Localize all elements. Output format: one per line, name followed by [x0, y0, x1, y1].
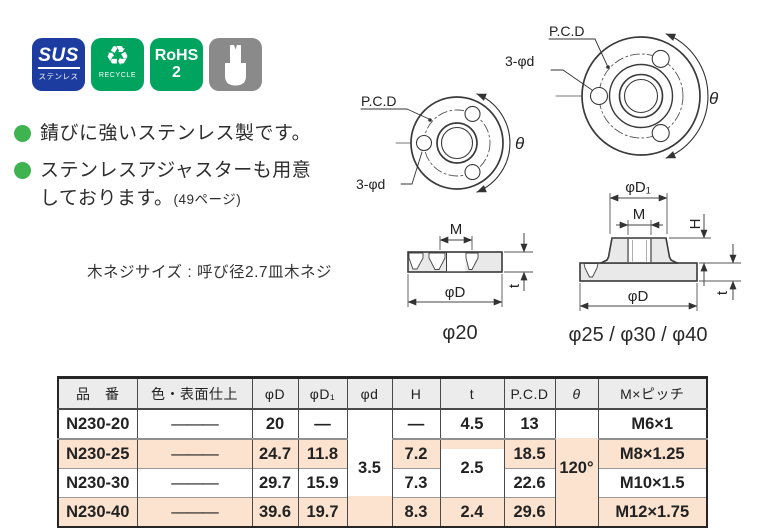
cell-phiD1: 11.8	[297, 438, 348, 469]
wood-screw-size-note: 木ネジサイズ : 呼び径2.7皿木ネジ	[87, 264, 333, 281]
rohs-badge-line2: 2	[172, 64, 181, 81]
cell-finish: ———	[136, 409, 253, 439]
cell-pitch: M6×1	[597, 409, 708, 439]
col-header-phiD: φD	[251, 377, 299, 410]
cell-phiD: 24.7	[251, 438, 299, 469]
spec-table: 品 番 色・表面仕上 φD φD₁ φd H t P.C.D θ M×ピッチ N…	[57, 376, 708, 528]
cell-finish: ———	[136, 497, 253, 527]
col-header-pcd: P.C.D	[503, 377, 556, 410]
table-row-n230-30: N230-30 ——— 29.7 15.9 7.3 22.6 M10×1.5	[57, 468, 708, 498]
technical-drawing: θ P.C.D 3-φd θ P.C.D 3-φd M	[356, 23, 741, 346]
cell-phiD1: 19.7	[297, 497, 348, 527]
cell-H: 8.3	[391, 497, 441, 527]
sus-badge-subtitle: ステンレス	[38, 72, 79, 81]
section-view-phi25-40: φD₁ M H t φD φ25 / φ30 / φ40	[569, 179, 741, 346]
m-dimension-label: M	[450, 221, 463, 238]
col-header-finish: 色・表面仕上	[136, 377, 253, 410]
cell-part: N230-30	[57, 468, 138, 498]
cell-t-merged: 2.5	[439, 438, 505, 498]
cell-pcd: 13	[503, 409, 556, 439]
feature-text-2-line1: ステンレスアジャスターも用意	[40, 160, 312, 181]
cell-H: 7.3	[391, 468, 441, 498]
cell-t: 4.5	[439, 409, 505, 439]
cell-pitch: M10×1.5	[597, 468, 708, 498]
cell-pcd: 22.6	[503, 468, 556, 498]
cell-pitch: M8×1.25	[597, 438, 708, 469]
cell-phiD1: 15.9	[297, 468, 348, 498]
cell-phiD1: —	[297, 409, 348, 439]
phi-d-dimension-label: φD	[628, 288, 649, 305]
table-row-n230-25: N230-25 ——— 24.7 11.8 7.2 2.5 18.5 M8×1.…	[57, 438, 708, 498]
sus-badge-title: SUS	[38, 45, 79, 66]
cell-finish: ———	[136, 468, 253, 498]
col-header-pitch: M×ピッチ	[597, 377, 708, 410]
feature-item-1: 錆びに強いステンレス製です。	[14, 120, 311, 148]
feature-text-1: 錆びに強いステンレス製です。	[40, 123, 312, 144]
bullet-icon	[14, 125, 31, 142]
col-header-theta: θ	[554, 377, 599, 410]
cell-pcd: 29.6	[503, 497, 556, 527]
col-header-H: H	[391, 377, 441, 410]
h-dimension-label: H	[687, 219, 704, 230]
t-dimension-label: t	[714, 290, 731, 295]
recycle-badge-label: RECYCLE	[98, 72, 137, 79]
cell-phiD: 20	[251, 409, 299, 439]
col-header-part: 品 番	[57, 377, 138, 410]
m-dimension-label: M	[633, 206, 646, 223]
cell-phiD: 29.7	[251, 468, 299, 498]
col-header-t: t	[439, 377, 505, 410]
top-view-phi25-40: θ P.C.D 3-φd	[505, 23, 719, 159]
holes-label: 3-φd	[356, 176, 385, 192]
cell-part: N230-20	[57, 409, 138, 439]
pcd-label: P.C.D	[361, 93, 397, 109]
col-header-phid: φd	[346, 377, 393, 410]
cell-phiD: 39.6	[251, 497, 299, 527]
sus-badge-divider	[37, 67, 80, 69]
theta-label: θ	[709, 89, 719, 108]
cell-H: —	[391, 409, 441, 439]
cell-H: 7.2	[391, 438, 441, 469]
page-reference: (49ページ)	[173, 192, 242, 207]
anchor-plug-icon	[225, 45, 246, 86]
cell-pitch: M12×1.75	[597, 497, 708, 527]
table-header-row: 品 番 色・表面仕上 φD φD₁ φd H t P.C.D θ M×ピッチ	[57, 377, 708, 410]
size-label-phi20: φ20	[442, 322, 477, 344]
pcd-label: P.C.D	[549, 23, 585, 39]
feature-text-2: ステンレスアジャスターも用意 しております。(49ページ)	[40, 157, 311, 214]
sus-stainless-badge: SUS ステンレス	[32, 38, 85, 91]
anchor-plug-badge	[209, 38, 262, 91]
holes-label: 3-φd	[505, 53, 534, 69]
rohs2-badge: RoHS 2	[150, 38, 203, 91]
phi-d1-dimension-label: φD₁	[625, 179, 651, 196]
rohs-badge-line1: RoHS	[154, 47, 199, 64]
cell-part: N230-25	[57, 438, 138, 469]
cell-t: 2.4	[439, 497, 505, 527]
recycle-icon: ♻	[105, 41, 130, 71]
top-view-phi20: θ P.C.D 3-φd	[356, 93, 525, 193]
table-row-n230-40: N230-40 ——— 39.6 19.7 8.3 2.4 29.6 M12×1…	[57, 497, 708, 527]
bullet-icon	[14, 162, 31, 179]
cell-theta-merged: 120°	[554, 409, 599, 527]
recycle-badge: ♻ RECYCLE	[91, 38, 144, 91]
t-dimension-label: t	[506, 283, 523, 288]
feature-item-2: ステンレスアジャスターも用意 しております。(49ページ)	[14, 157, 311, 214]
cell-phid-merged: 3.5	[346, 409, 393, 527]
size-label-phi25-40: φ25 / φ30 / φ40	[569, 324, 708, 346]
feature-text-2-line2: しております。(49ページ)	[40, 188, 242, 209]
section-view-phi20: M φD t φ20	[407, 221, 533, 344]
cell-part: N230-40	[57, 497, 138, 527]
cell-finish: ———	[136, 438, 253, 469]
cell-pcd: 18.5	[503, 438, 556, 469]
theta-label: θ	[515, 134, 525, 153]
table-row-n230-20: N230-20 ——— 20 — 3.5 — 4.5 13 120° M6×1	[57, 409, 708, 527]
col-header-phiD1: φD₁	[297, 377, 348, 410]
phi-d-dimension-label: φD	[445, 284, 466, 301]
